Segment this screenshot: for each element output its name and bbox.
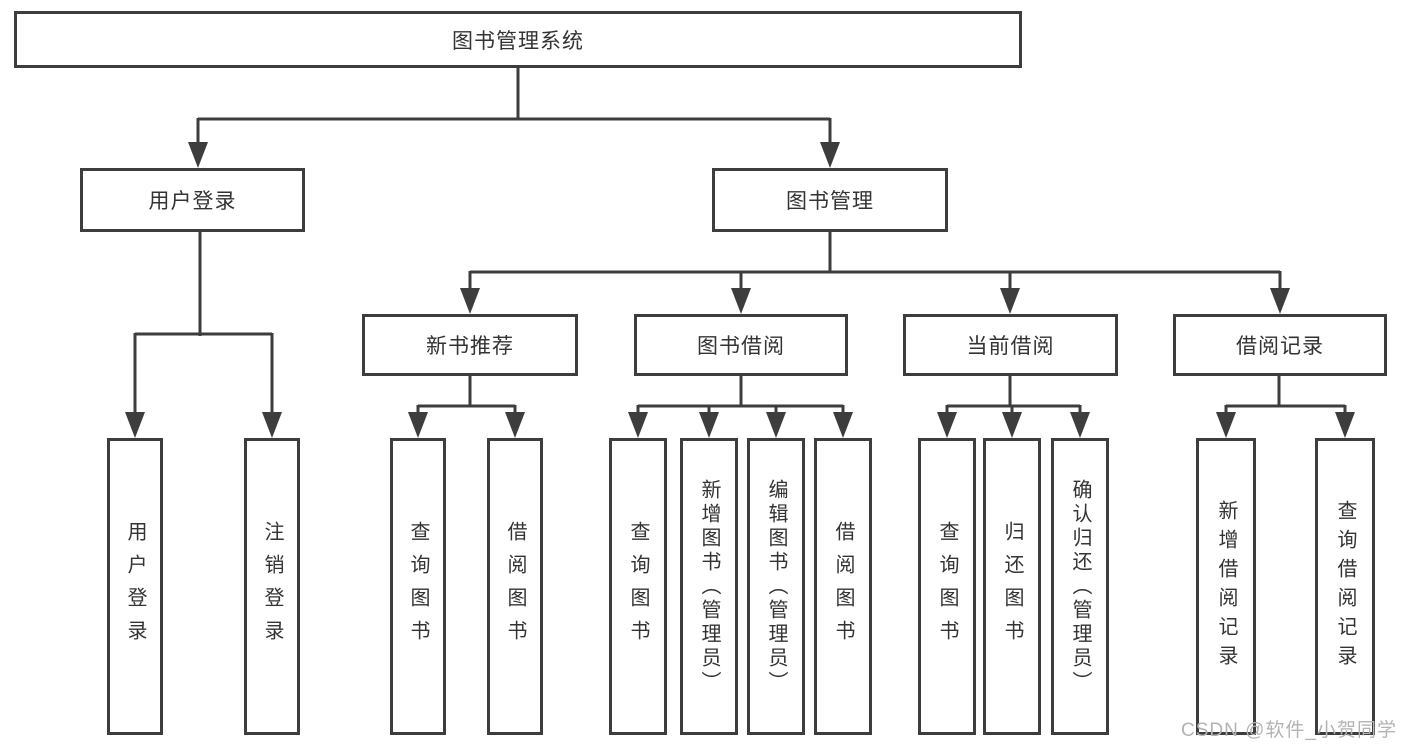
leaf-query-borrow-record: 查询借阅记录 <box>1315 438 1375 735</box>
leaf-borrow-books-recommend: 借阅图书 <box>487 438 543 735</box>
leaf-edit-books-admin: 编辑图书（管理员） <box>747 438 805 735</box>
node-book-borrowing: 图书借阅 <box>634 314 848 376</box>
node-new-book-recommend: 新书推荐 <box>362 314 578 376</box>
node-label: 图书借阅 <box>697 335 785 358</box>
node-label: 图书管理 <box>786 190 874 213</box>
leaf-borrow-books: 借阅图书 <box>814 438 872 735</box>
node-library-management-system: 图书管理系统 <box>14 11 1022 68</box>
node-user-login: 用户登录 <box>80 168 305 232</box>
leaf-add-borrow-record: 新增借阅记录 <box>1196 438 1256 735</box>
leaf-add-books-admin: 新增图书（管理员） <box>680 438 738 735</box>
node-label: 编辑图书（管理员） <box>765 478 787 695</box>
csdn-watermark: CSDN @软件_小贺同学 <box>1181 720 1397 741</box>
node-label: 确认归还（管理员） <box>1069 478 1091 695</box>
leaf-return-books: 归还图书 <box>983 438 1041 735</box>
node-label: 当前借阅 <box>966 335 1055 358</box>
node-label: 新增借阅记录 <box>1215 499 1237 674</box>
node-current-borrowing: 当前借阅 <box>903 314 1118 376</box>
leaf-logout: 注销登录 <box>244 438 300 735</box>
leaf-user-login: 用户登录 <box>107 438 163 735</box>
node-label: 注销登录 <box>261 520 283 653</box>
leaf-confirm-return-admin: 确认归还（管理员） <box>1051 438 1109 735</box>
node-label: 查询图书 <box>627 520 649 653</box>
node-label: 归还图书 <box>1001 520 1023 653</box>
node-label: 借阅图书 <box>504 520 526 653</box>
node-label: 借阅记录 <box>1236 335 1324 358</box>
node-label: 用户登录 <box>124 520 146 653</box>
leaf-query-books-current: 查询图书 <box>918 438 976 735</box>
node-label: 用户登录 <box>148 190 237 213</box>
node-label: 新增图书（管理员） <box>698 478 720 695</box>
leaf-query-books-recommend: 查询图书 <box>390 438 446 735</box>
node-book-management: 图书管理 <box>712 168 948 232</box>
node-label: 查询借阅记录 <box>1334 499 1356 674</box>
node-label: 查询图书 <box>407 520 429 653</box>
arrowheads <box>125 142 1355 438</box>
node-label: 新书推荐 <box>426 335 514 358</box>
node-borrowing-records: 借阅记录 <box>1173 314 1387 376</box>
node-label: 借阅图书 <box>832 520 854 653</box>
node-label: 查询图书 <box>936 520 958 653</box>
leaf-query-books-borrowing: 查询图书 <box>609 438 667 735</box>
node-label: 图书管理系统 <box>452 29 584 53</box>
